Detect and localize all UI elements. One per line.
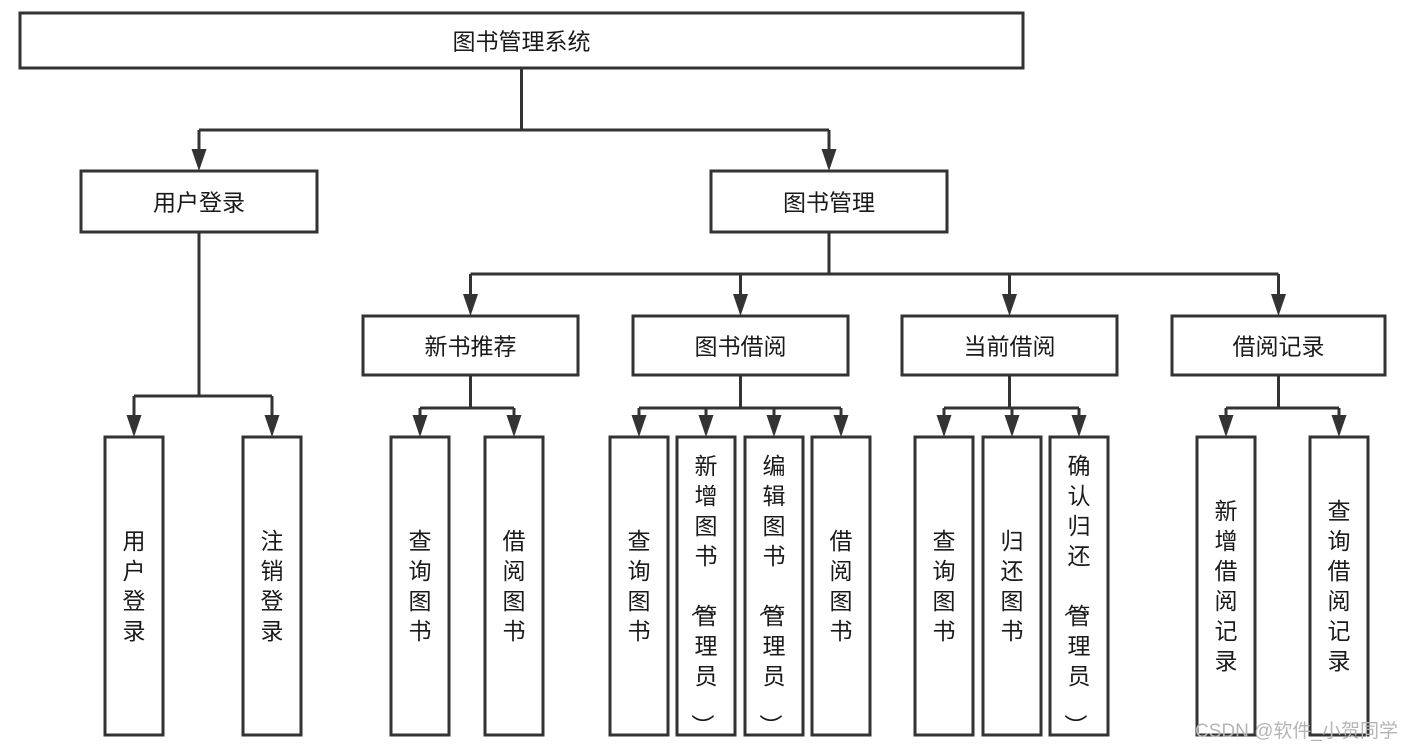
node-box-leaf-borrow-edit[interactable] — [743, 435, 805, 737]
node-label-leaf-cur-query: 查询图书 — [933, 528, 956, 644]
node-leaf-user-login[interactable]: 用户登录 — [103, 435, 165, 737]
node-root[interactable]: 图书管理系统 — [18, 11, 1025, 70]
node-box-leaf-borrow-add[interactable] — [675, 435, 737, 737]
node-label-leaf-rec-borrow: 借阅图书 — [503, 528, 526, 644]
node-box-leaf-borrow-do[interactable] — [810, 435, 872, 737]
connector-group — [1218, 375, 1347, 437]
node-borrow-record[interactable]: 借阅记录 — [1170, 314, 1387, 377]
connector-group — [412, 375, 522, 437]
node-leaf-cur-confirm[interactable]: 确认归还（管理员） — [1048, 435, 1110, 737]
node-box-leaf-cur-confirm[interactable] — [1048, 435, 1110, 737]
connector-group — [126, 232, 280, 437]
csdn-watermark: CSDN @软件_小贺同学 — [1195, 720, 1398, 742]
connector-group — [936, 375, 1087, 437]
node-current-borrow[interactable]: 当前借阅 — [900, 314, 1119, 377]
node-box-current-borrow[interactable] — [900, 314, 1119, 377]
node-leaf-rec-query[interactable]: 查询图书 — [389, 435, 451, 737]
node-label-leaf-borrow-add: 新增图书（管理员） — [690, 453, 718, 737]
node-book-manage[interactable]: 图书管理 — [709, 169, 949, 234]
node-user-login[interactable]: 用户登录 — [79, 169, 319, 234]
connector-layer — [126, 68, 1347, 437]
node-leaf-borrow-query[interactable]: 查询图书 — [608, 435, 670, 737]
node-label-new-book-rec: 新书推荐 — [425, 334, 517, 360]
node-label-leaf-user-login: 用户登录 — [123, 528, 146, 644]
node-label-user-login: 用户登录 — [153, 190, 245, 216]
node-leaf-borrow-do[interactable]: 借阅图书 — [810, 435, 872, 737]
node-leaf-borrow-add[interactable]: 新增图书（管理员） — [675, 435, 737, 737]
node-box-leaf-user-login[interactable] — [103, 435, 165, 737]
node-box-book-borrow[interactable] — [631, 314, 850, 377]
node-leaf-rec-borrow[interactable]: 借阅图书 — [483, 435, 545, 737]
node-box-leaf-rec-borrow[interactable] — [483, 435, 545, 737]
node-new-book-rec[interactable]: 新书推荐 — [361, 314, 580, 377]
connector-group — [631, 375, 849, 437]
node-label-leaf-rec-search: 查询借阅记录 — [1328, 498, 1351, 674]
node-layer: 图书管理系统用户登录图书管理新书推荐图书借阅当前借阅借阅记录用户登录注销登录查询… — [18, 11, 1387, 737]
node-box-new-book-rec[interactable] — [361, 314, 580, 377]
node-label-leaf-rec-add: 新增借阅记录 — [1215, 498, 1238, 674]
connector-group — [191, 68, 837, 171]
node-box-leaf-borrow-query[interactable] — [608, 435, 670, 737]
node-label-leaf-borrow-query: 查询图书 — [628, 528, 651, 644]
node-box-borrow-record[interactable] — [1170, 314, 1387, 377]
node-label-borrow-record: 借阅记录 — [1233, 334, 1325, 360]
node-label-current-borrow: 当前借阅 — [964, 334, 1056, 360]
node-box-leaf-user-logout[interactable] — [241, 435, 303, 737]
node-label-leaf-borrow-do: 借阅图书 — [830, 528, 853, 644]
node-label-leaf-cur-return: 归还图书 — [1001, 528, 1024, 644]
connector-group — [463, 232, 1286, 316]
node-box-leaf-cur-query[interactable] — [913, 435, 975, 737]
node-box-leaf-rec-add[interactable] — [1195, 435, 1257, 737]
node-leaf-user-logout[interactable]: 注销登录 — [241, 435, 303, 737]
node-leaf-borrow-edit[interactable]: 编辑图书（管理员） — [743, 435, 805, 737]
node-label-leaf-cur-confirm: 确认归还（管理员） — [1063, 453, 1091, 737]
node-leaf-rec-add[interactable]: 新增借阅记录 — [1195, 435, 1257, 737]
node-box-leaf-cur-return[interactable] — [981, 435, 1043, 737]
node-box-book-manage[interactable] — [709, 169, 949, 234]
node-book-borrow[interactable]: 图书借阅 — [631, 314, 850, 377]
node-box-user-login[interactable] — [79, 169, 319, 234]
node-label-book-manage: 图书管理 — [783, 190, 875, 216]
node-box-leaf-rec-search[interactable] — [1308, 435, 1370, 737]
node-box-leaf-rec-query[interactable] — [389, 435, 451, 737]
node-leaf-cur-query[interactable]: 查询图书 — [913, 435, 975, 737]
node-label-leaf-borrow-edit: 编辑图书（管理员） — [758, 453, 786, 737]
node-label-book-borrow: 图书借阅 — [695, 334, 787, 360]
node-box-root[interactable] — [18, 11, 1025, 70]
node-leaf-cur-return[interactable]: 归还图书 — [981, 435, 1043, 737]
node-label-leaf-rec-query: 查询图书 — [409, 528, 432, 644]
node-leaf-rec-search[interactable]: 查询借阅记录 — [1308, 435, 1370, 737]
node-label-leaf-user-logout: 注销登录 — [261, 528, 284, 644]
node-label-root: 图书管理系统 — [453, 29, 591, 55]
